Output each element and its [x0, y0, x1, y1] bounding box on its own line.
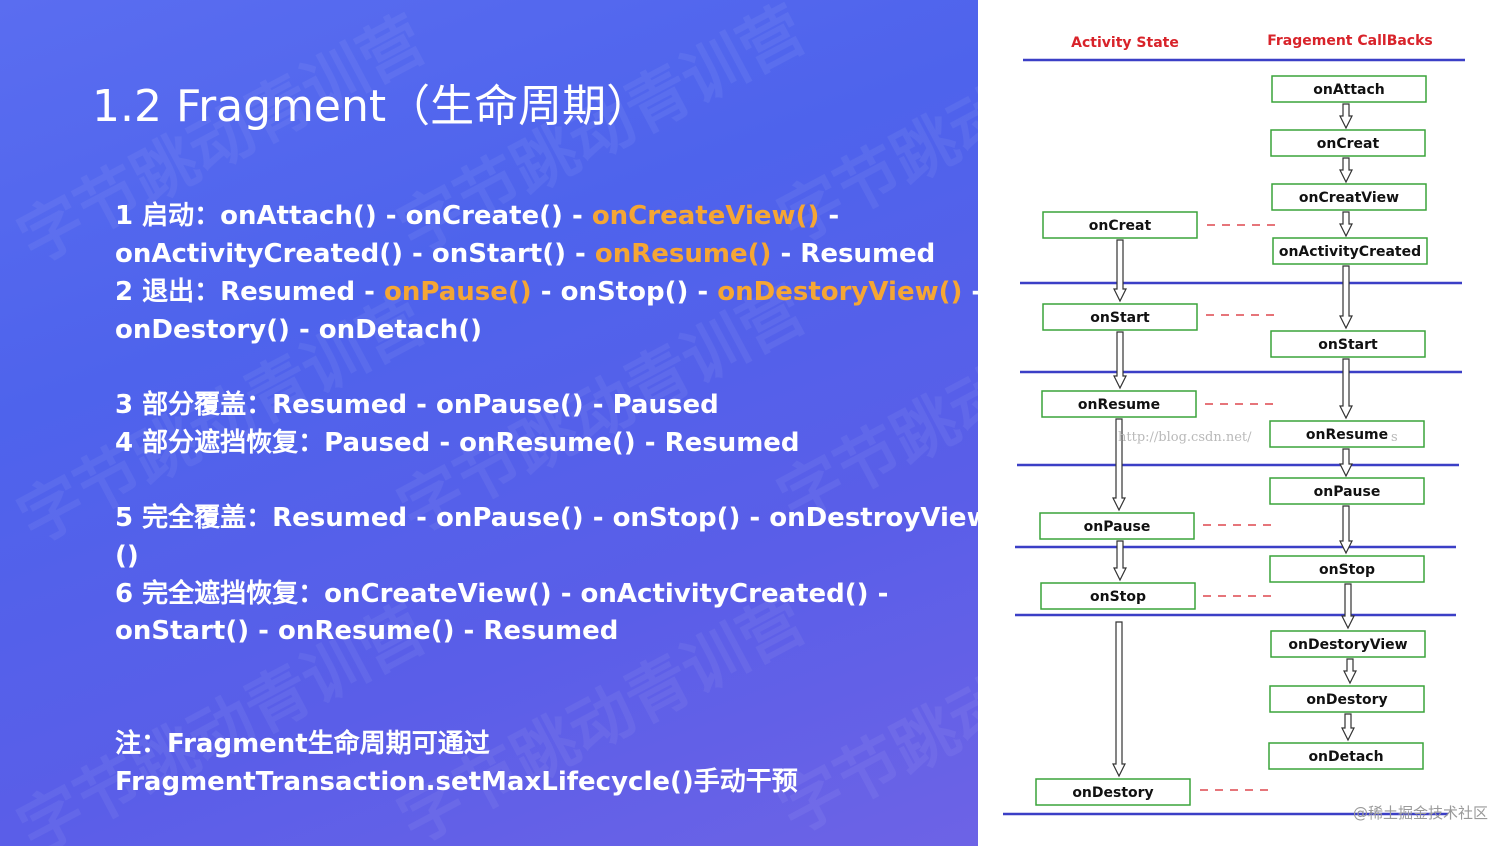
- fragment-callback-6-box: [1269, 477, 1425, 505]
- text-line: 6 完全遮挡恢复：onCreateView() - onActivityCrea…: [115, 576, 888, 612]
- slide-panel: 字节跳动青训营字节跳动青训营字节跳动青训营字节跳动青训营字节跳动青训营字节跳动青…: [0, 0, 978, 846]
- activity-state-5-label: onDestory: [1072, 785, 1153, 801]
- fragment-callback-0-box: [1271, 75, 1427, 103]
- fragment-callback-2-box: [1271, 183, 1427, 211]
- activity-state-4-box: [1040, 582, 1196, 610]
- fragment-callback-3-label: onActivityCreated: [1279, 244, 1421, 260]
- callback-arrow: [1339, 358, 1353, 420]
- fragment-callback-4-label: onStart: [1318, 337, 1378, 353]
- text-line: 5 完全覆盖：Resumed - onPause() - onStop() - …: [115, 500, 978, 536]
- header-fragment-callbacks: Fragement CallBacks: [1267, 33, 1433, 49]
- fragment-callback-10-box: [1268, 742, 1424, 770]
- fragment-callback-0-label: onAttach: [1313, 82, 1385, 98]
- text-segment: 5 完全覆盖：Resumed - onPause() - onStop() - …: [115, 503, 978, 533]
- text-line: 3 部分覆盖：Resumed - onPause() - Paused: [115, 387, 719, 423]
- lifecycle-diagram: Activity State Fragement CallBacks onCreat…: [978, 0, 1512, 846]
- fragment-callback-9-box: [1269, 685, 1425, 713]
- callback-arrow: [1339, 505, 1353, 555]
- text-segment: 6 完全遮挡恢复：onCreateView() - onActivityCrea…: [115, 579, 889, 609]
- text-segment: 1 启动：onAttach() - onCreate() -: [115, 201, 592, 231]
- callback-arrow: [1339, 265, 1353, 330]
- highlighted-callback: onDestoryView(): [717, 277, 963, 307]
- callback-arrow: [1339, 157, 1353, 184]
- text-segment: onStart() - onResume() - Resumed: [115, 616, 619, 646]
- callback-arrow: [1339, 448, 1353, 478]
- activity-state-1-box: [1042, 303, 1198, 331]
- blog-url-watermark-suffix: s: [1391, 430, 1398, 445]
- text-line: 注：Fragment生命周期可通过: [115, 726, 490, 762]
- text-line: 2 退出：Resumed - onPause() - onStop() - on…: [115, 274, 978, 310]
- fragment-callback-9-label: onDestory: [1306, 692, 1387, 708]
- activity-arrow: [1113, 331, 1127, 390]
- fragment-callback-2-label: onCreatView: [1299, 190, 1399, 206]
- callback-arrow: [1341, 583, 1355, 630]
- blog-url-watermark: http://blog.csdn.net/: [1118, 430, 1252, 445]
- fragment-callback-7-box: [1269, 555, 1425, 583]
- fragment-callback-6-label: onPause: [1314, 484, 1381, 500]
- activity-arrow: [1113, 540, 1127, 582]
- text-line: 4 部分遮挡恢复：Paused - onResume() - Resumed: [115, 425, 800, 461]
- text-segment: - onStop() -: [531, 277, 718, 307]
- activity-state-3-label: onPause: [1084, 519, 1151, 535]
- fragment-callback-1-label: onCreat: [1317, 136, 1380, 152]
- text-segment: - Resumed: [771, 239, 936, 269]
- slide-title: 1.2 Fragment（生命周期）: [92, 81, 651, 132]
- text-segment: onDestory() - onDetach(): [115, 315, 483, 345]
- callback-arrow: [1339, 211, 1353, 238]
- fragment-callback-5-label: onResume: [1306, 427, 1388, 443]
- fragment-callback-3-box: [1272, 237, 1428, 265]
- text-segment: 2 退出：Resumed -: [115, 277, 385, 307]
- callback-arrow: [1341, 713, 1355, 742]
- text-segment: 注：Fragment生命周期可通过: [115, 729, 490, 759]
- corner-watermark: @稀土掘金技术社区: [1353, 804, 1488, 822]
- activity-state-0-box: [1042, 211, 1198, 239]
- text-line: onDestory() - onDetach(): [115, 312, 482, 348]
- highlighted-callback: onCreateView(): [591, 201, 820, 231]
- text-segment: (): [115, 541, 139, 571]
- fragment-callback-5-box: [1269, 420, 1425, 448]
- highlighted-callback: onResume(): [594, 239, 772, 269]
- activity-state-2-box: [1041, 390, 1197, 418]
- fragment-callback-8-box: [1270, 630, 1426, 658]
- activity-arrow: [1113, 239, 1127, 303]
- callback-arrow: [1339, 103, 1353, 130]
- callback-arrow: [1343, 658, 1357, 685]
- fragment-callback-10-label: onDetach: [1308, 749, 1383, 765]
- activity-state-2-label: onResume: [1078, 397, 1160, 413]
- activity-arrow: [1112, 418, 1126, 512]
- text-segment: onActivityCreated() - onStart() -: [115, 239, 595, 269]
- text-line: 1 启动：onAttach() - onCreate() - onCreateV…: [115, 198, 839, 234]
- header-activity-state: Activity State: [1071, 35, 1179, 51]
- fragment-callback-7-label: onStop: [1319, 562, 1375, 578]
- activity-state-4-label: onStop: [1090, 589, 1146, 605]
- text-segment: FragmentTransaction.setMaxLifecycle()手动干…: [115, 767, 798, 797]
- text-line: FragmentTransaction.setMaxLifecycle()手动干…: [115, 764, 798, 800]
- text-line: onActivityCreated() - onStart() - onResu…: [115, 236, 935, 272]
- activity-state-5-box: [1035, 778, 1191, 806]
- highlighted-callback: onPause(): [384, 277, 532, 307]
- fragment-callback-8-label: onDestoryView: [1288, 637, 1407, 653]
- text-line: (): [115, 538, 139, 574]
- activity-state-0-label: onCreat: [1089, 218, 1152, 234]
- text-line: onStart() - onResume() - Resumed: [115, 613, 618, 649]
- lifecycle-diagram-svg: Activity State Fragement CallBacks onCreat…: [1003, 33, 1488, 822]
- text-segment: 3 部分覆盖：Resumed - onPause() - Paused: [115, 390, 719, 420]
- fragment-callback-1-box: [1270, 129, 1426, 157]
- activity-state-1-label: onStart: [1090, 310, 1150, 326]
- activity-arrow: [1112, 621, 1126, 778]
- text-segment: 4 部分遮挡恢复：Paused - onResume() - Resumed: [115, 428, 800, 458]
- activity-state-3-box: [1039, 512, 1195, 540]
- fragment-callback-4-box: [1270, 330, 1426, 358]
- text-segment: -: [819, 201, 840, 231]
- text-segment: -: [962, 277, 978, 307]
